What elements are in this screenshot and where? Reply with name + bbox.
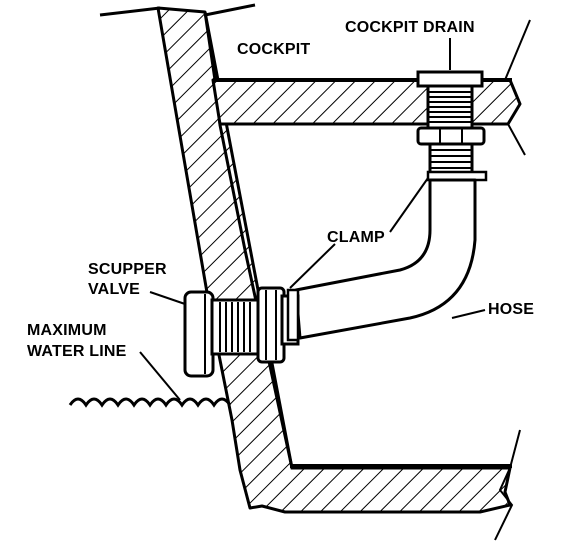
right-break-upper: [504, 19, 531, 81]
right-break-bottom: [494, 467, 514, 541]
top-edge-left: [99, 6, 161, 17]
valve-cap: [183, 290, 215, 378]
lower-hose-clamp: [286, 288, 300, 342]
water-line-leader: [139, 351, 181, 401]
valve-nut: [256, 286, 286, 364]
label-hose: HOSE: [488, 301, 534, 318]
cockpit-drain-fitting: [416, 70, 488, 182]
label-cockpit-drain: COCKPIT DRAIN: [345, 19, 475, 36]
label-max-water-line2: WATER LINE: [27, 343, 127, 360]
hose-leader: [451, 309, 486, 319]
label-cockpit: COCKPIT: [237, 41, 310, 58]
scupper-leader: [149, 291, 186, 305]
clamp-leader-upper: [389, 177, 429, 233]
clamp-leader-lower: [289, 243, 336, 289]
label-clamp: CLAMP: [327, 229, 385, 246]
hose: [294, 178, 477, 340]
right-break-top: [506, 79, 526, 156]
leader-lines: [139, 38, 486, 401]
label-scupper-line1: SCUPPER: [88, 261, 167, 278]
top-edge-right: [204, 3, 256, 17]
water-line-waves: [68, 397, 232, 408]
label-max-water-line1: MAXIMUM: [27, 322, 107, 339]
right-break-lower: [509, 429, 521, 469]
drain-nut: [416, 126, 486, 146]
scupper-valve: [183, 286, 300, 378]
label-scupper-line2: VALVE: [88, 281, 140, 298]
drain-flange: [416, 70, 484, 88]
